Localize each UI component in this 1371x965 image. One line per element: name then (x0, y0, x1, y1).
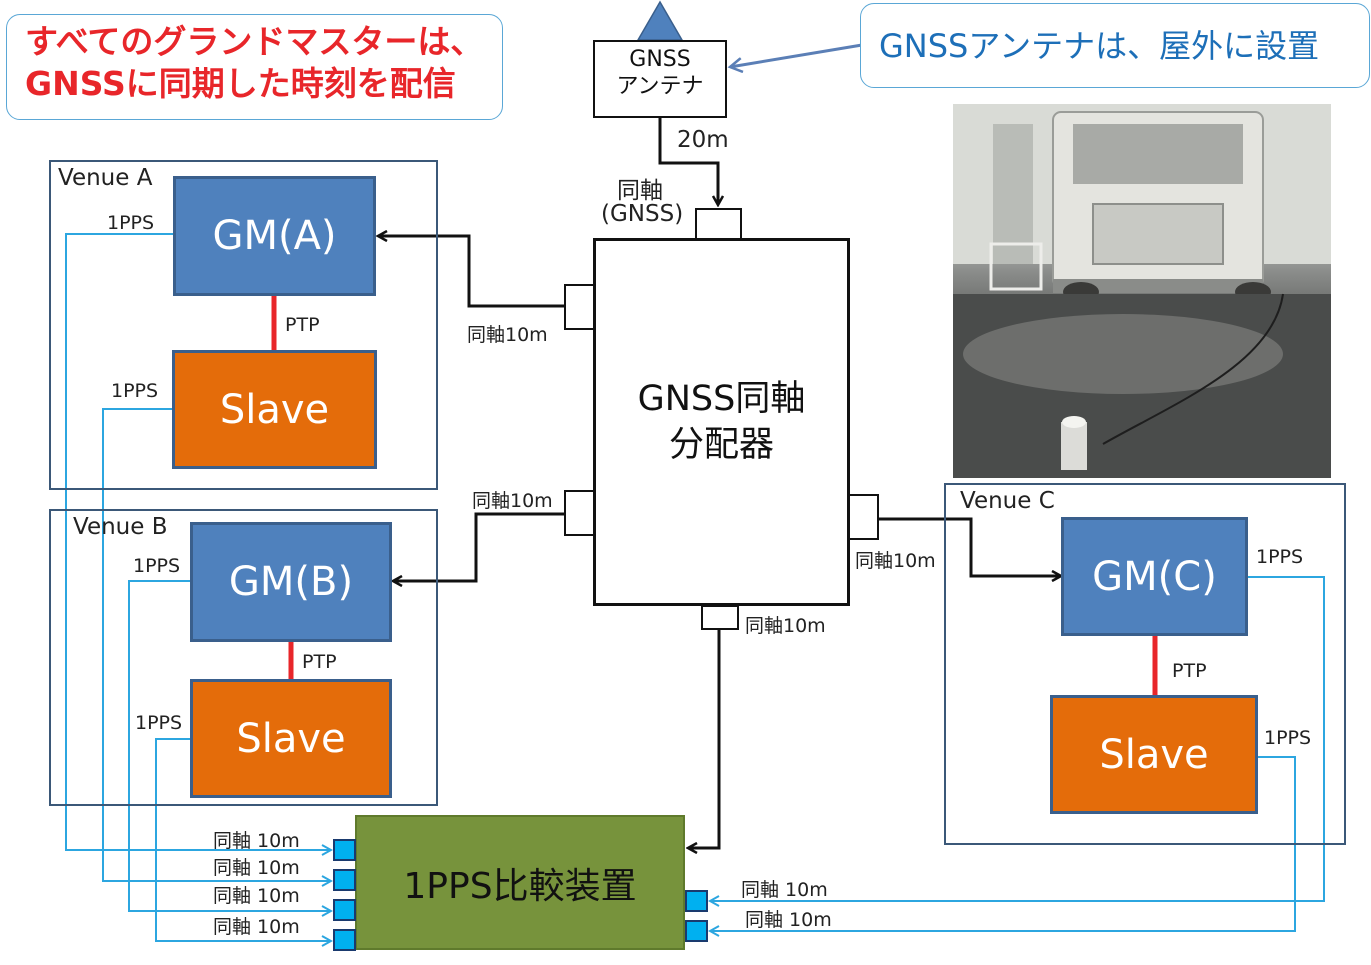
truck-photo-illustration (953, 104, 1331, 478)
gm-a-label: GM(A) (212, 213, 337, 259)
slave-c-pps-label: 1PPS (1264, 727, 1312, 749)
cable-to-gm-c (878, 517, 1061, 576)
slave-a-pps-label: 1PPS (111, 380, 159, 402)
slave-c-label: Slave (1099, 731, 1209, 778)
ptp-a-label: PTP (285, 314, 320, 336)
distributor-port-a (564, 284, 595, 330)
distributor-port-comparator (701, 605, 739, 630)
slave-b-label: Slave (236, 715, 346, 762)
cable-label-gm-a: 同軸10m (467, 324, 548, 346)
cable-label-gm-c: 同軸10m (855, 550, 936, 572)
cable-to-gm-a (378, 236, 565, 308)
antenna-cable-length: 20m (677, 127, 729, 153)
distributor-port-b (564, 490, 595, 536)
antenna-label-line1: GNSS (629, 47, 691, 72)
comparator-port-right-1 (685, 890, 708, 912)
gm-c-pps-label: 1PPS (1256, 546, 1304, 568)
distributor-input-label-2: (GNSS) (601, 201, 684, 227)
ptp-b-label: PTP (302, 651, 337, 673)
comparator-input-label-3: 同軸 10m (213, 885, 300, 907)
comparator-port-left-1 (333, 839, 356, 861)
pps-comparator: 1PPS比較装置 (355, 815, 685, 950)
venue-a-label: Venue A (58, 165, 153, 191)
antenna-callout-text: GNSSアンテナは、屋外に設置 (879, 27, 1320, 65)
sync-callout: すべてのグランドマスターは、 GNSSに同期した時刻を配信 (6, 14, 503, 120)
gnss-coax-distributor: GNSS同軸 分配器 (593, 238, 850, 606)
comparator-input-label-2: 同軸 10m (213, 857, 300, 879)
ptp-c-label: PTP (1172, 660, 1207, 682)
slave-a-box: Slave (172, 350, 377, 469)
slave-b-pps-label: 1PPS (135, 712, 183, 734)
distributor-label-line2: 分配器 (668, 425, 774, 465)
venue-b-label: Venue B (73, 514, 168, 540)
sync-callout-line1: すべてのグランドマスターは、 (25, 22, 484, 61)
distributor-input-label-1: 同軸 (617, 178, 663, 204)
antenna-icon (636, 0, 684, 41)
gm-a-box: GM(A) (173, 176, 376, 296)
comparator-port-left-2 (333, 869, 356, 891)
comparator-input-label-6: 同軸 10m (745, 909, 832, 931)
comparator-input-label-1: 同軸 10m (213, 830, 300, 852)
distributor-port-c (848, 494, 879, 540)
comparator-port-left-3 (333, 899, 356, 921)
pps-line-gm-a (65, 233, 331, 850)
antenna-label-line2: アンテナ (616, 74, 704, 99)
distributor-port-gnss (695, 208, 742, 240)
comparator-label: 1PPS比較装置 (403, 865, 637, 907)
slave-c-box: Slave (1050, 695, 1258, 814)
venue-a (49, 160, 438, 490)
distributor-label-line1: GNSS同軸 (637, 379, 806, 419)
antenna-callout: GNSSアンテナは、屋外に設置 (860, 3, 1370, 88)
venue-c-label: Venue C (960, 488, 1055, 514)
venue-b (49, 509, 438, 806)
gm-a-pps-label: 1PPS (107, 212, 155, 234)
pps-line-gm-b (128, 580, 331, 911)
gm-b-box: GM(B) (190, 522, 392, 642)
antenna-cable (658, 117, 718, 205)
cable-to-gm-b (393, 512, 565, 581)
gm-b-pps-label: 1PPS (133, 555, 181, 577)
callout-pointer (730, 43, 863, 67)
comparator-input-label-4: 同軸 10m (213, 916, 300, 938)
comparator-input-label-5: 同軸 10m (741, 879, 828, 901)
cable-label-comparator: 同軸10m (745, 615, 826, 637)
slave-b-box: Slave (190, 679, 392, 798)
gm-b-label: GM(B) (228, 559, 354, 605)
comparator-port-right-2 (685, 920, 708, 942)
slave-a-label: Slave (219, 386, 330, 433)
pps-line-gm-c (710, 576, 1325, 901)
gnss-antenna-box: GNSS アンテナ (593, 40, 727, 118)
pps-line-slave-a (102, 408, 331, 881)
gm-c-label: GM(C) (1092, 553, 1217, 600)
cable-to-comparator (688, 628, 721, 848)
cable-label-gm-b: 同軸10m (472, 490, 553, 512)
antenna-photo (953, 104, 1331, 478)
pps-line-slave-b (155, 738, 331, 941)
comparator-port-left-4 (333, 929, 356, 951)
venue-c (944, 483, 1346, 845)
gm-c-box: GM(C) (1061, 517, 1248, 636)
sync-callout-line2: GNSSに同期した時刻を配信 (25, 64, 456, 103)
